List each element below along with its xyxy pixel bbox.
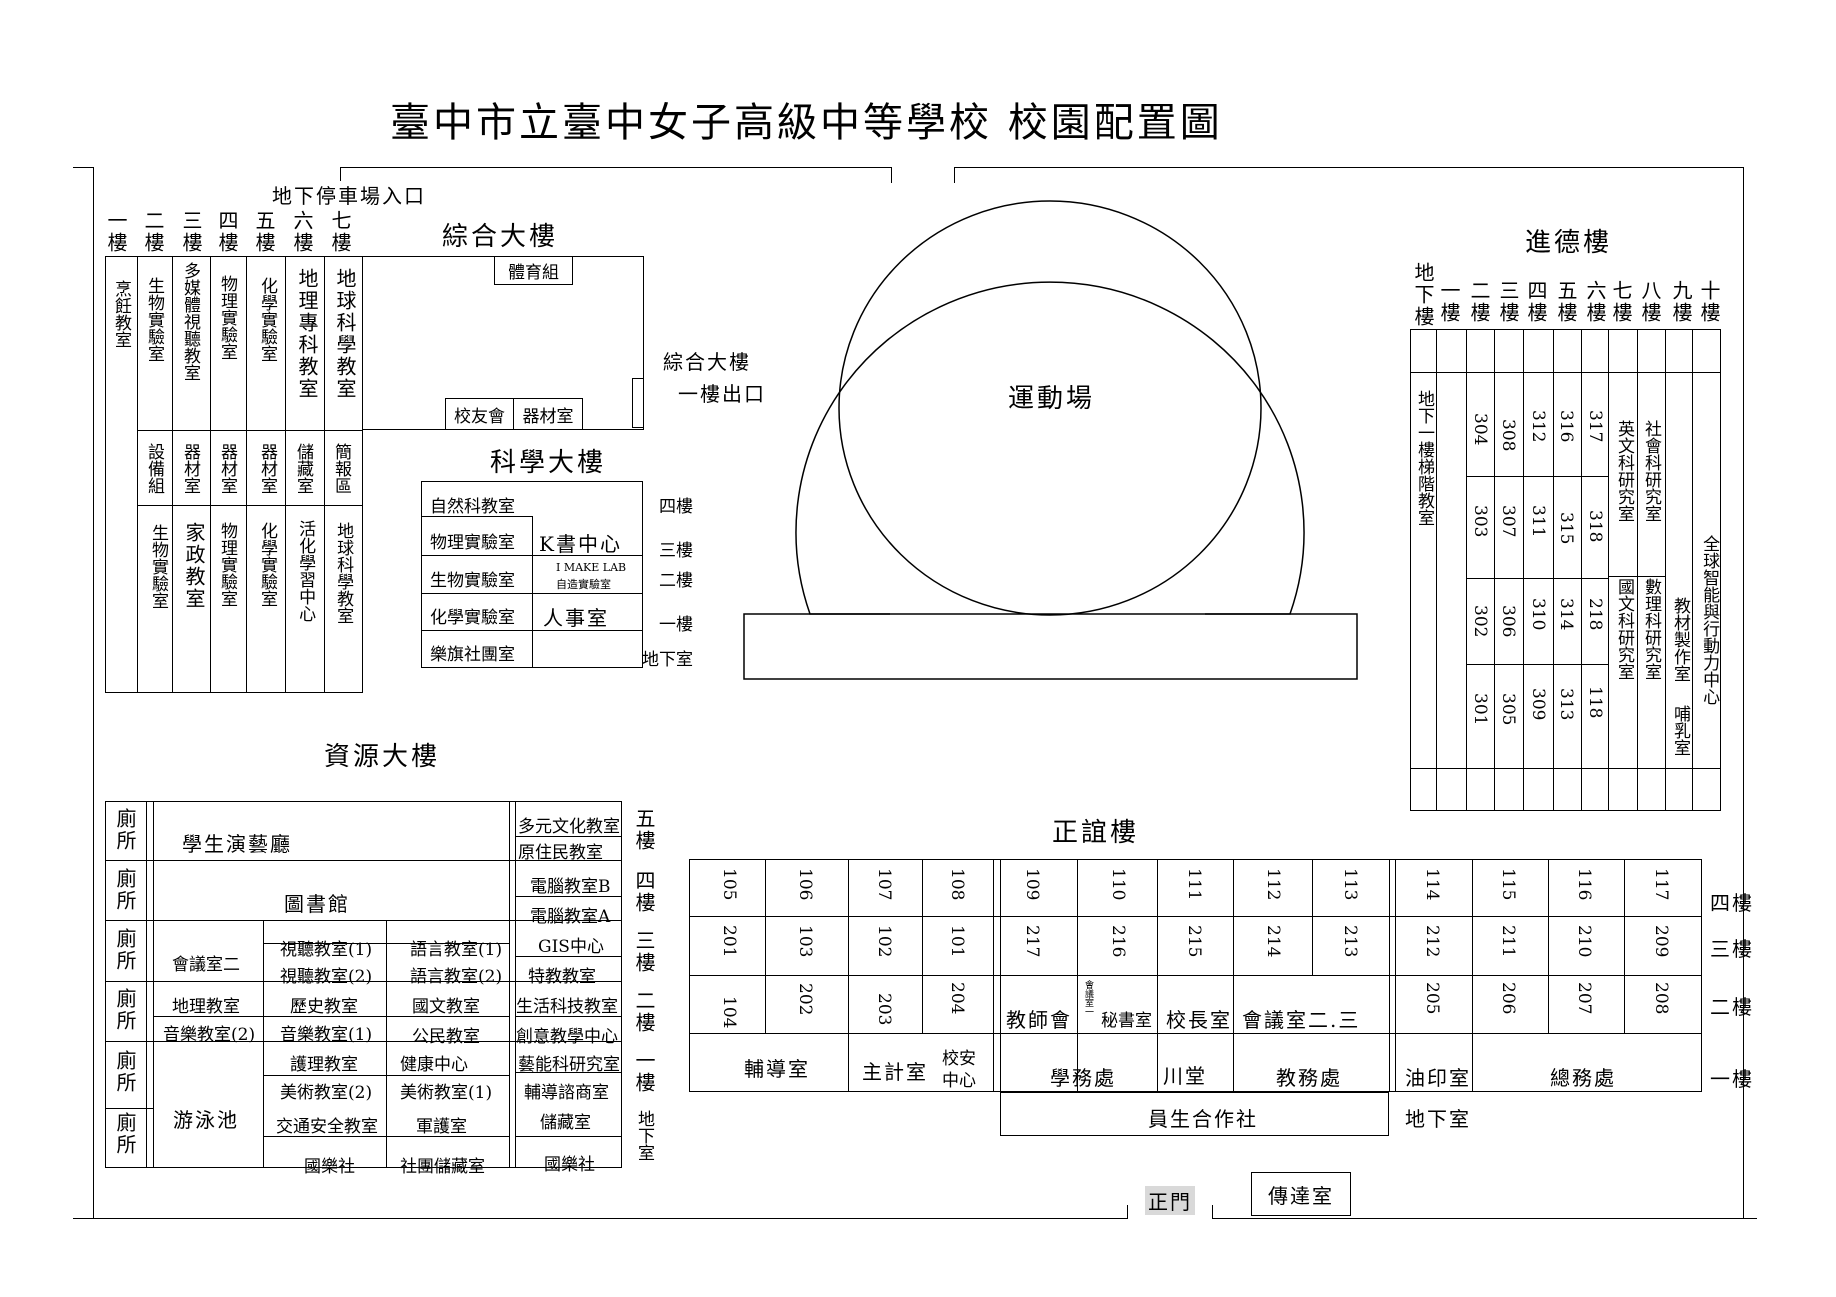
principal-office: 校長室	[1166, 1008, 1232, 1032]
main-hall: 川堂	[1163, 1064, 1207, 1088]
jinde-basement-room: 地下一樓梯階教室	[1414, 390, 1434, 526]
language-room-1: 語言教室(1)	[410, 940, 503, 960]
math-research-room: 數理科研究室	[1641, 578, 1661, 680]
zonghe-exit-label-1: 綜合大樓	[663, 350, 751, 374]
imake-lab-sublabel: 自造實驗室	[556, 578, 611, 591]
zhengyi-basement-label: 地下室	[1405, 1107, 1471, 1131]
arts-research-room: 藝能科研究室	[518, 1055, 620, 1075]
academic-affairs-office: 教務處	[1276, 1066, 1342, 1090]
health-center: 健康中心	[400, 1055, 468, 1075]
sports-group-room: 體育組	[494, 256, 573, 285]
page-title: 臺中市立臺中女子高級中等學校 校園配置圖	[390, 100, 1223, 146]
military-nursing-room: 軍護室	[416, 1117, 467, 1137]
jinde-building-title: 進德樓	[1525, 228, 1613, 258]
chinese-orchestra-club-1: 國樂社	[304, 1157, 355, 1177]
gis-center: GIS中心	[538, 937, 604, 957]
ai-mobility-center: 全球智能與行動力中心	[1699, 535, 1720, 705]
cooperative-store: 員生合作社	[1148, 1107, 1258, 1131]
teachers-union: 教師會	[1006, 1008, 1072, 1032]
personnel-office: 人事室	[543, 606, 609, 630]
traffic-safety-room: 交通安全教室	[276, 1117, 378, 1137]
sports-field-label: 運動場	[1008, 384, 1096, 414]
accounting-office: 主計室	[862, 1060, 928, 1084]
materials-room: 教材製作室	[1670, 597, 1690, 682]
english-research-room: 英文科研究室	[1614, 420, 1634, 522]
creative-teaching-center: 創意教學中心	[516, 1027, 618, 1047]
computer-room-a: 電腦教室A	[530, 907, 611, 927]
chinese-research-room: 國文科研究室	[1614, 578, 1634, 680]
multicultural-room: 多元文化教室	[518, 817, 620, 837]
life-tech-room: 生活科技教室	[516, 997, 618, 1017]
language-room-2: 語言教室(2)	[410, 967, 503, 987]
jinde-building-outline	[1410, 329, 1721, 811]
nursing-classroom: 護理教室	[290, 1055, 358, 1075]
chinese-room: 國文教室	[412, 997, 480, 1017]
science-building-title: 科學大樓	[490, 448, 607, 478]
campus-security-center-2: 中心	[942, 1071, 976, 1091]
nursing-room: 哺乳室	[1670, 705, 1690, 756]
library: 圖書館	[284, 892, 350, 916]
zhengyi-building-title: 正誼樓	[1052, 818, 1140, 848]
zonghe-building-title: 綜合大樓	[442, 222, 559, 252]
av-room-1: 視聽教室(1)	[280, 940, 373, 960]
swimming-pool: 游泳池	[173, 1108, 239, 1132]
ziyuan-building-title: 資源大樓	[324, 742, 441, 772]
meeting-room-2-3: 會議室二.三	[1242, 1008, 1361, 1032]
meeting-room-1: 會議室一	[1083, 980, 1093, 1016]
printing-room: 油印室	[1405, 1066, 1471, 1090]
chinese-orchestra-club-2: 國樂社	[544, 1155, 595, 1175]
civics-room: 公民教室	[412, 1027, 480, 1047]
student-affairs-office: 學務處	[1050, 1066, 1116, 1090]
secretary-office: 秘書室	[1101, 1011, 1152, 1031]
counseling-office: 輔導室	[744, 1057, 810, 1081]
social-research-room: 社會科研究室	[1641, 420, 1661, 522]
zonghe-building-outline	[105, 256, 363, 693]
indigenous-room: 原住民教室	[518, 843, 603, 863]
imake-lab-label: I MAKE LAB	[556, 561, 627, 574]
counseling-consult-room: 輔導諮商室	[524, 1083, 609, 1103]
zonghe-exit-label-2: 一樓出口	[678, 382, 766, 406]
storage-room: 儲藏室	[540, 1113, 591, 1133]
av-room-2: 視聽教室(2)	[280, 967, 373, 987]
equipment-room: 器材室	[513, 398, 583, 430]
special-ed-room: 特教教室	[528, 967, 596, 987]
zhengyi-basement-outline	[1000, 1092, 1389, 1136]
art-room-2: 美術教室(2)	[280, 1083, 373, 1103]
meeting-room-2: 會議室二	[172, 955, 240, 975]
k-book-center: K書中心	[539, 532, 622, 556]
geography-room: 地理教室	[172, 997, 240, 1017]
student-performance-hall: 學生演藝廳	[182, 832, 292, 856]
main-gate: 正門	[1145, 1186, 1195, 1215]
music-room-2: 音樂教室(2)	[163, 1025, 256, 1045]
campus-security-center: 校安	[942, 1049, 976, 1069]
club-storage-room: 社團儲藏室	[400, 1157, 485, 1177]
ziyuan-building-outline	[105, 801, 622, 1168]
music-room-1: 音樂教室(1)	[280, 1025, 373, 1045]
parking-entrance-label: 地下停車場入口	[272, 184, 426, 208]
computer-room-b: 電腦教室B	[530, 877, 611, 897]
history-room: 歷史教室	[290, 997, 358, 1017]
guard-room: 傳達室	[1251, 1172, 1351, 1216]
general-affairs-office: 總務處	[1550, 1066, 1616, 1090]
zonghe-exit-door	[632, 378, 644, 428]
art-room-1: 美術教室(1)	[400, 1083, 493, 1103]
